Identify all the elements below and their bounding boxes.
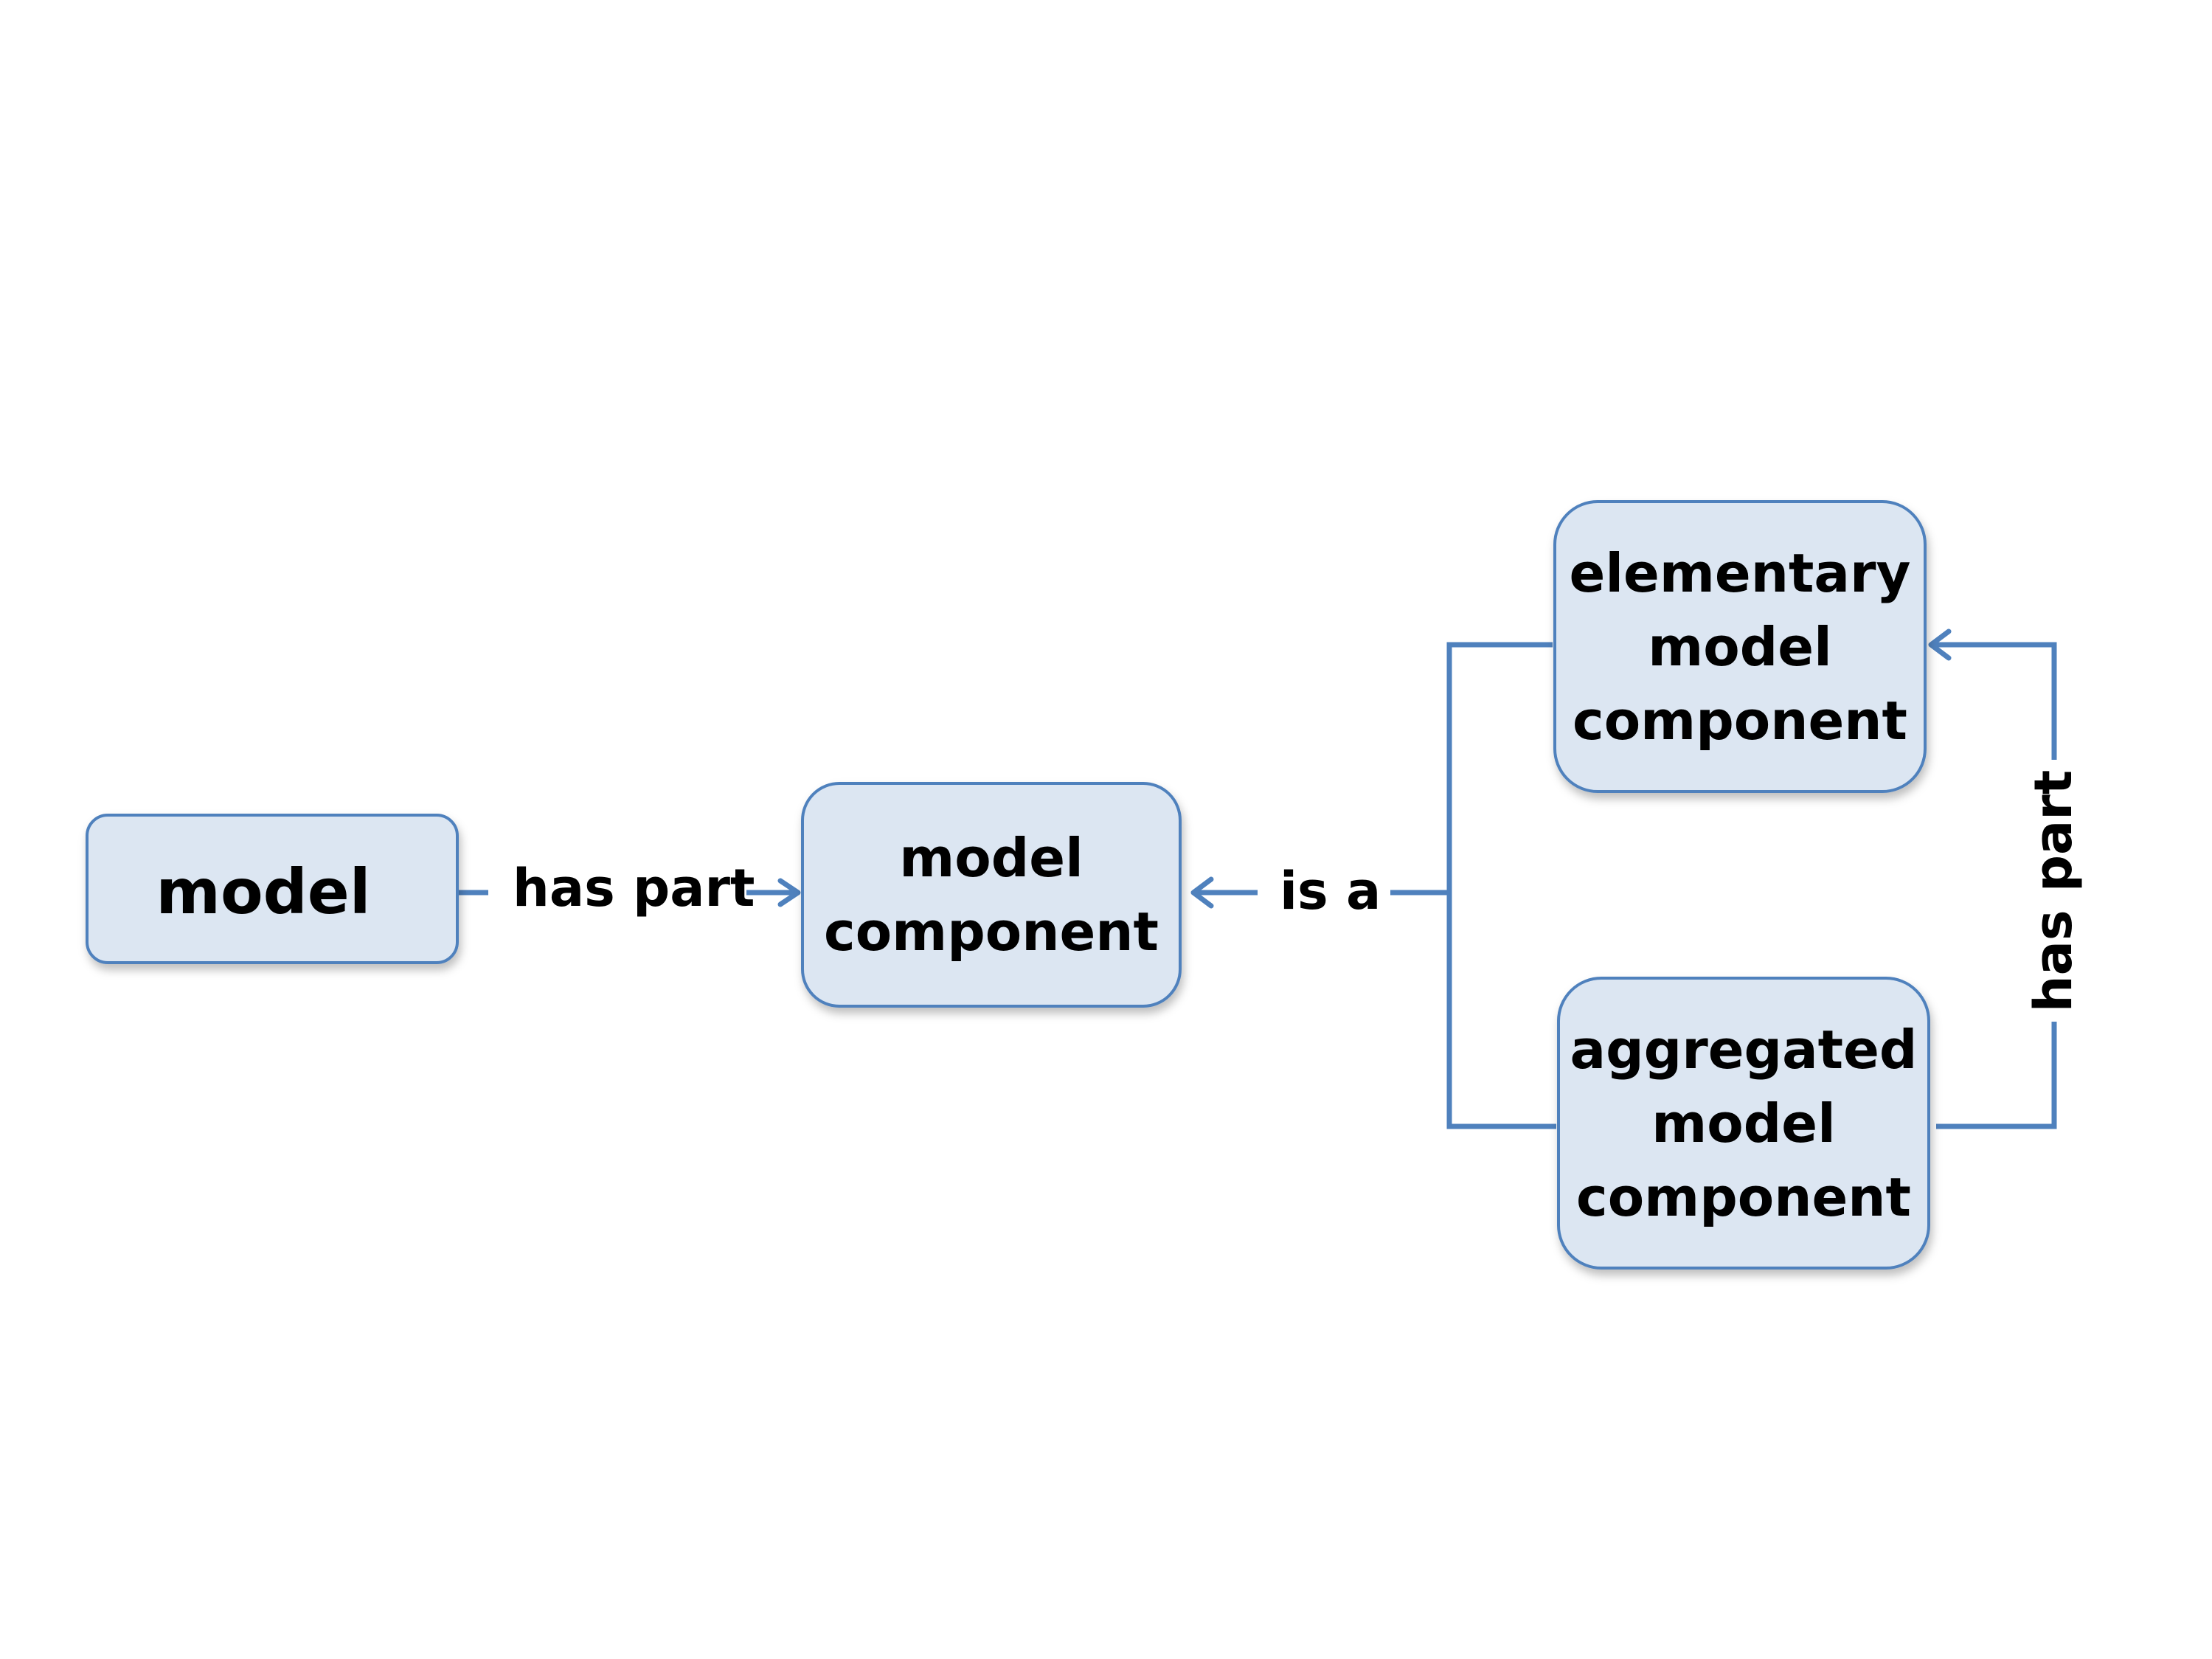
node-model-component-line-1: model xyxy=(899,827,1084,889)
node-aggregated-line-1: aggregated xyxy=(1570,1019,1918,1081)
node-elementary-line-1: elementary xyxy=(1570,542,1911,604)
edge-label-model-has-part: has part xyxy=(513,858,755,918)
edge-label-aggregated-has-part: has part xyxy=(2023,770,2084,1012)
arrowhead-elementary xyxy=(1928,628,1952,661)
node-aggregated-line-2: model xyxy=(1651,1092,1836,1154)
edge-label-is-a: is a xyxy=(1280,861,1381,921)
node-model-component: model component xyxy=(801,782,1182,1008)
node-model-label: model xyxy=(156,856,370,928)
arrowhead-model-component-right xyxy=(1190,876,1214,909)
node-aggregated-line-3: component xyxy=(1576,1166,1911,1228)
node-elementary-line-3: component xyxy=(1573,690,1907,752)
node-model: model xyxy=(86,814,459,964)
node-model-component-line-2: component xyxy=(824,901,1159,963)
connector-aggregated-has-part-upper xyxy=(1932,642,2057,760)
arrowhead-model-component-left xyxy=(777,878,801,907)
connector-aggregated-has-part-lower xyxy=(1936,1022,2057,1129)
node-aggregated-model-component: aggregated model component xyxy=(1557,977,1930,1270)
node-elementary-model-component: elementary model component xyxy=(1553,500,1927,793)
connector-is-a-bracket xyxy=(1446,642,1556,1129)
node-elementary-line-2: model xyxy=(1648,616,1832,678)
